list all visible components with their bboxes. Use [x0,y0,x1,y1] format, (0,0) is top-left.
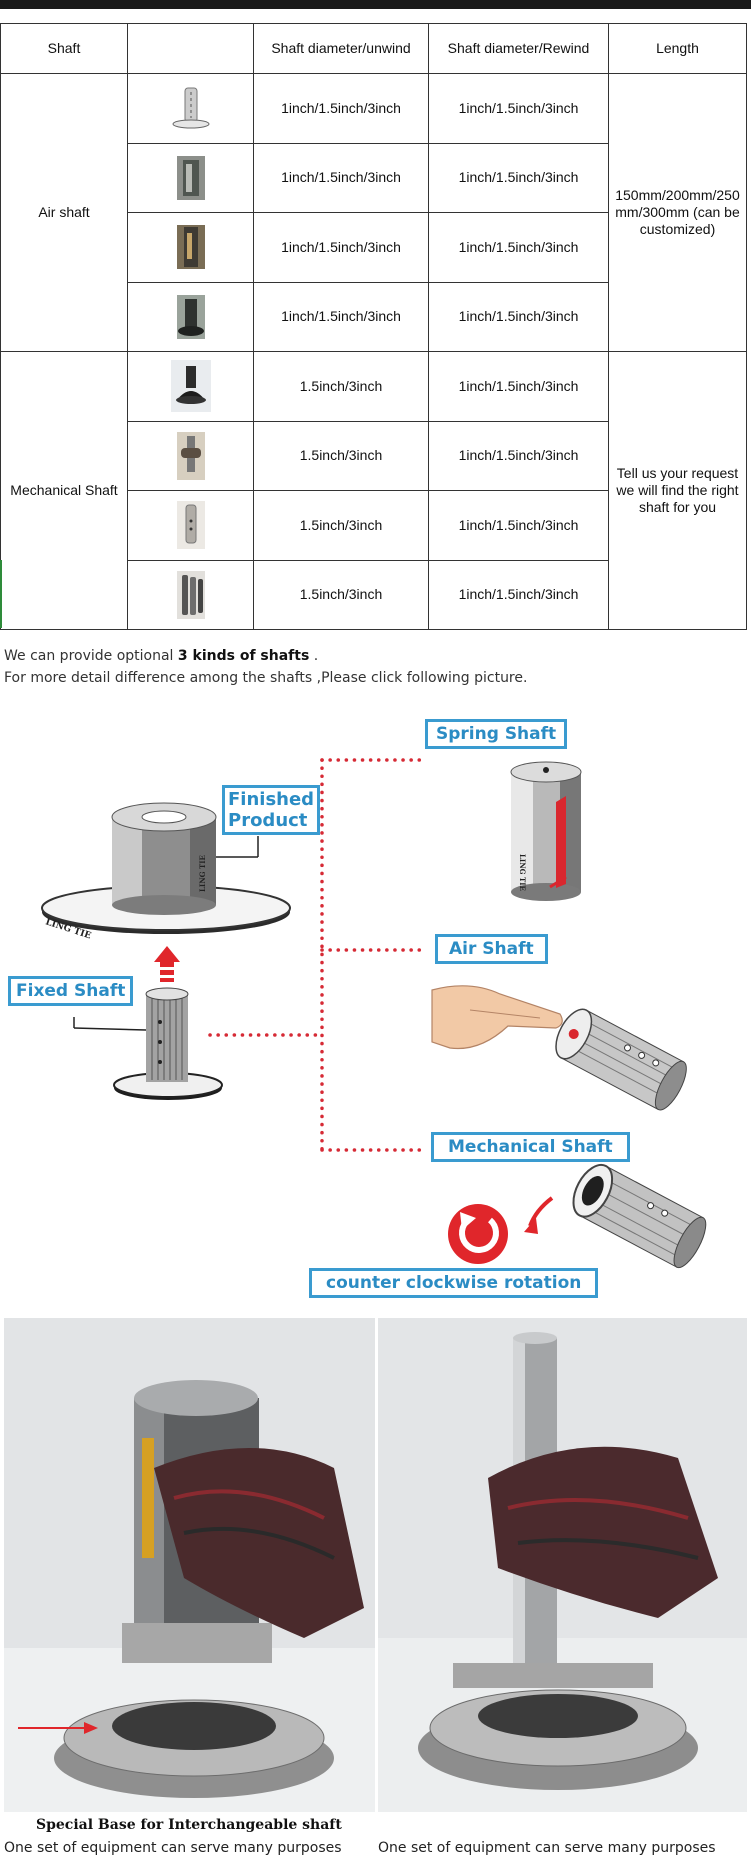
unwind-cell: 1inch/1.5inch/3inch [253,212,429,283]
header-shaft: Shaft [0,23,128,74]
svg-text:LING TIE: LING TIE [518,854,527,891]
length-cell-air-shaft: 150mm/200mm/250 mm/300mm (can be customi… [608,73,747,352]
air-shaft-photo-4 [176,294,205,339]
spring-shaft-label: Spring Shaft [425,719,568,749]
base-photo-left-art [4,1318,375,1812]
unwind-cell: 1inch/1.5inch/3inch [253,142,429,213]
intro-line-1: We can provide optional 3 kinds of shaft… [4,648,318,664]
finished-product-illustration: LING TIE LING TIE [41,802,291,942]
rewind-cell: 1inch/1.5inch/3inch [428,212,609,283]
length-line-2: mm/300mm (can be [615,204,740,220]
left-edge-mark [0,560,2,628]
counter-clockwise-icon [448,1204,508,1264]
base-photo-right-art [378,1318,747,1812]
mechanical-shaft-photo-1 [170,360,211,413]
rewind-cell: 1inch/1.5inch/3inch [428,559,609,630]
rewind-cell: 1inch/1.5inch/3inch [428,73,609,144]
length-cell-mechanical-shaft: Tell us your request we will find the ri… [608,351,747,630]
rewind-cell: 1inch/1.5inch/3inch [428,281,609,352]
rewind-cell: 1inch/1.5inch/3inch [428,420,609,491]
table-header-row: Shaft Shaft diameter/unwind Shaft diamet… [0,23,747,74]
length-line-3: customized) [639,221,716,237]
intro-bold: 3 kinds of shafts [177,648,310,664]
air-shaft-thumb-3[interactable] [127,212,254,283]
intro-suffix: . [309,648,319,664]
interchangeable-base-photo-right[interactable] [378,1318,747,1812]
spring-shaft-illustration: LING TIE [510,761,582,901]
length-line-2: we will find the right [616,482,739,498]
group-name-mechanical-shaft: Mechanical Shaft [0,351,128,630]
top-dark-strip [0,0,751,9]
mechanical-shaft-photo-2 [176,431,205,480]
table-row: Air shaft 1inch/1.5inch/3inch 1inch/1.5i… [0,73,747,352]
air-shaft-thumb-4[interactable] [127,281,254,352]
header-image [127,23,254,74]
table-row: 1.5inch/3inch 1inch/1.5inch/3inch [1,490,747,561]
unwind-cell: 1.5inch/3inch [253,420,429,491]
finished-product-line-2: Product [228,810,308,831]
fixed-shaft-label: Fixed Shaft [8,976,134,1006]
mechanical-shaft-label: Mechanical Shaft [431,1132,630,1162]
up-arrow [154,946,180,982]
mechanical-shaft-thumb-2[interactable] [127,420,254,491]
table-row: 1inch/1.5inch/3inch 1inch/1.5inch/3inch [1,142,747,213]
length-line-1: Tell us your request [616,465,739,481]
length-line-3: shaft for you [638,499,717,515]
intro-line-2: For more detail difference among the sha… [4,670,528,686]
svg-text:LING TIE: LING TIE [198,855,207,892]
air-shaft-illustration [431,985,687,1111]
mechanical-shaft-thumb-3[interactable] [127,490,254,561]
photo-caption-right: One set of equipment can serve many purp… [378,1840,716,1856]
air-shaft-label: Air Shaft [435,934,548,964]
photo-caption-title: Special Base for Interchangeable shaft [36,1817,342,1833]
air-shaft-thumb-2[interactable] [127,142,254,213]
finished-product-line-1: Finished [228,789,315,810]
header-length: Length [608,23,747,74]
rotation-label: counter clockwise rotation [309,1268,599,1298]
table-row: 1.5inch/3inch 1inch/1.5inch/3inch [1,420,747,491]
rewind-cell: 1inch/1.5inch/3inch [428,142,609,213]
photo-caption-left: One set of equipment can serve many purp… [4,1840,342,1856]
unwind-cell: 1inch/1.5inch/3inch [253,281,429,352]
table-row: 1inch/1.5inch/3inch 1inch/1.5inch/3inch [1,281,747,352]
fixed-shaft-illustration [73,987,223,1100]
length-line-1: 150mm/200mm/250 [615,187,740,203]
rewind-cell: 1inch/1.5inch/3inch [428,490,609,561]
unwind-cell: 1.5inch/3inch [253,351,429,422]
air-shaft-photo-2 [176,155,205,200]
mechanical-shaft-photo-4 [176,570,205,619]
interchangeable-base-photo-left[interactable] [4,1318,375,1812]
intro-prefix: We can provide optional [4,648,178,664]
shaft-types-diagram[interactable]: LING TIE LING TIE [0,712,751,1317]
finished-product-label: Finished Product [222,785,321,835]
dotted-connectors [208,758,424,1152]
diagram-art: LING TIE LING TIE [41,758,707,1269]
unwind-cell: 1.5inch/3inch [253,559,429,630]
mechanical-shaft-illustration [524,1163,707,1269]
table-row: 1.5inch/3inch 1inch/1.5inch/3inch [1,559,747,630]
mechanical-shaft-thumb-1[interactable] [127,351,254,422]
header-unwind: Shaft diameter/unwind [253,23,429,74]
mechanical-shaft-photo-3 [176,501,205,550]
table-row: Mechanical Shaft 1.5inch/3inch 1inch/1.5… [0,351,747,630]
mechanical-shaft-thumb-4[interactable] [127,559,254,630]
unwind-cell: 1.5inch/3inch [253,490,429,561]
shaft-spec-table: Shaft Shaft diameter/unwind Shaft diamet… [0,23,747,630]
group-name-air-shaft: Air shaft [0,73,128,352]
header-rewind: Shaft diameter/Rewind [428,23,609,74]
rewind-cell: 1inch/1.5inch/3inch [428,351,609,422]
air-shaft-photo-1 [170,82,211,135]
air-shaft-thumb-1[interactable] [127,73,254,144]
unwind-cell: 1inch/1.5inch/3inch [253,73,429,144]
air-shaft-photo-3 [176,225,205,270]
